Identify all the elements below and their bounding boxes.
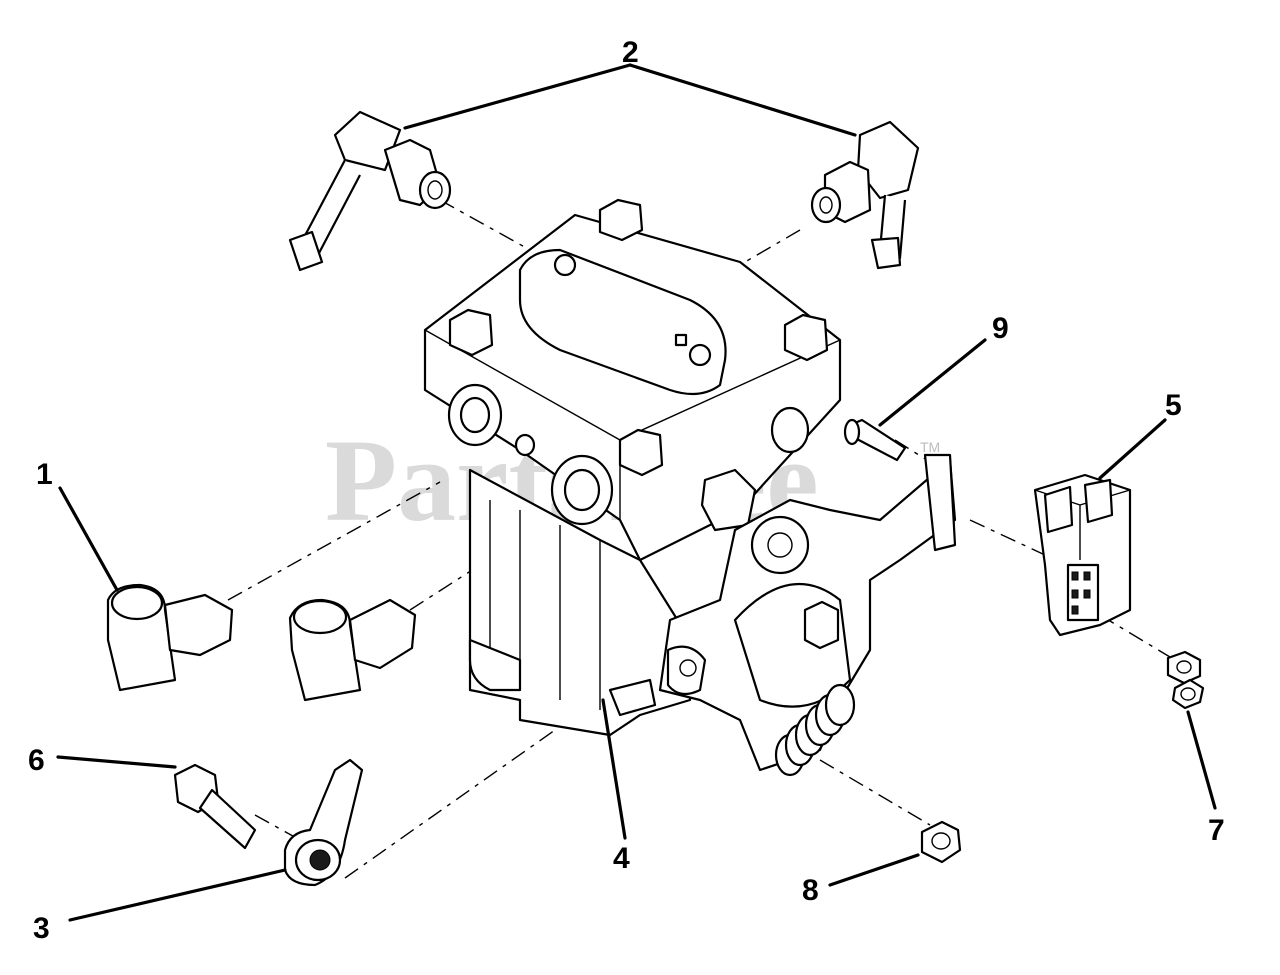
callout-5: 5 <box>1165 389 1182 422</box>
nut-7-lower <box>1171 678 1205 710</box>
assembly-line-elbow-2 <box>409 564 481 611</box>
nut-7-upper <box>1166 650 1202 685</box>
connector-slot-2 <box>1083 478 1114 524</box>
leader-2-right <box>628 63 857 137</box>
nut-7 <box>1166 650 1205 710</box>
control-pivot-hole <box>767 532 793 558</box>
callouts: 2 1 9 5 6 3 4 8 7 <box>28 36 1225 945</box>
callout-9: 9 <box>992 312 1009 345</box>
cover-screw-left <box>553 253 577 277</box>
assembly-line-right-fitting <box>744 229 801 263</box>
elbow-right-barb-tip <box>870 236 902 270</box>
callout-1: 1 <box>36 458 53 491</box>
elbow-right-thread <box>810 186 842 224</box>
control-arm-link <box>666 645 707 696</box>
elbow-fitting-1 <box>106 583 234 692</box>
leader-7 <box>1186 710 1217 810</box>
nut-8 <box>920 820 962 864</box>
assembly-line-screw-9 <box>894 439 931 463</box>
pump-foot <box>468 638 522 692</box>
assembly-line-connector <box>969 519 1046 556</box>
head-bolt-left <box>448 308 494 357</box>
control-bracket-tab <box>923 453 957 552</box>
leader-9 <box>878 338 987 427</box>
cover-screw-right <box>688 343 712 367</box>
head-bolt-top <box>598 198 644 242</box>
watermark-trademark: TM <box>920 439 940 455</box>
control-pivot <box>750 515 810 575</box>
side-port-right <box>770 406 810 454</box>
pump-body-ribs <box>489 500 601 710</box>
head-bolt-right <box>783 313 829 362</box>
nut-8-body <box>920 820 962 864</box>
elbow-left-thread <box>418 170 452 210</box>
assembly-line-nut-7 <box>1099 614 1176 661</box>
cover-tab <box>674 333 688 347</box>
callout-7: 7 <box>1208 814 1225 847</box>
head-bolt-front <box>618 428 664 477</box>
leader-6 <box>56 755 177 769</box>
hose-barb-elbow-left <box>288 110 452 272</box>
elbow-right-bore <box>819 196 833 214</box>
pump-drain-boss <box>608 678 657 717</box>
inlet-port-left-bore <box>459 396 491 434</box>
leader-2-left <box>403 63 632 130</box>
leader-lines <box>56 63 1217 922</box>
assembly-line-left-fitting <box>439 199 531 251</box>
callout-2: 2 <box>622 36 639 69</box>
return-spring <box>774 683 856 777</box>
elbow-fitting-2-thread <box>348 598 417 670</box>
outlet-port-front-bore <box>563 468 601 512</box>
control-lock-nut <box>803 600 840 650</box>
pump-top-cover <box>518 248 727 396</box>
leader-4 <box>601 698 627 840</box>
hose-barb-elbow-right <box>810 120 920 270</box>
bolt-6 <box>173 763 257 850</box>
elbow-left-bore <box>427 180 443 200</box>
assembly-lines <box>227 199 1176 879</box>
nut-8-bore <box>931 832 951 850</box>
control-arm-link-hole <box>679 659 697 677</box>
elbow-fitting-1-thread <box>163 593 234 657</box>
screw-9 <box>843 418 907 462</box>
leader-1 <box>58 486 119 592</box>
leader-3 <box>68 868 287 922</box>
pump-body <box>423 198 842 737</box>
pump-lower-body <box>468 468 692 737</box>
callout-6: 6 <box>28 744 45 777</box>
assembly-line-arm <box>344 729 556 879</box>
leader-8 <box>828 853 920 887</box>
connector-slot-1 <box>1043 485 1074 534</box>
bolt-6-shank <box>198 788 257 850</box>
connector-block <box>1033 473 1132 637</box>
control-linkage <box>658 453 957 777</box>
callout-8: 8 <box>802 874 819 907</box>
callout-3: 3 <box>33 912 50 945</box>
control-arm-3-hole <box>309 849 331 871</box>
elbow-fitting-2 <box>288 598 417 702</box>
callout-4: 4 <box>613 842 630 875</box>
elbow-left-barb-tip <box>288 230 324 272</box>
elbow-fitting-1-cap <box>110 585 164 621</box>
head-bolts <box>448 198 829 477</box>
screw-9-head <box>843 418 861 446</box>
small-port <box>514 433 536 457</box>
control-arm-3 <box>283 758 364 887</box>
elbow-fitting-2-cap <box>292 599 348 635</box>
leader-5 <box>1098 418 1167 480</box>
assembly-line-nut-8 <box>819 759 931 826</box>
assembly-line-elbow-1 <box>227 481 441 601</box>
